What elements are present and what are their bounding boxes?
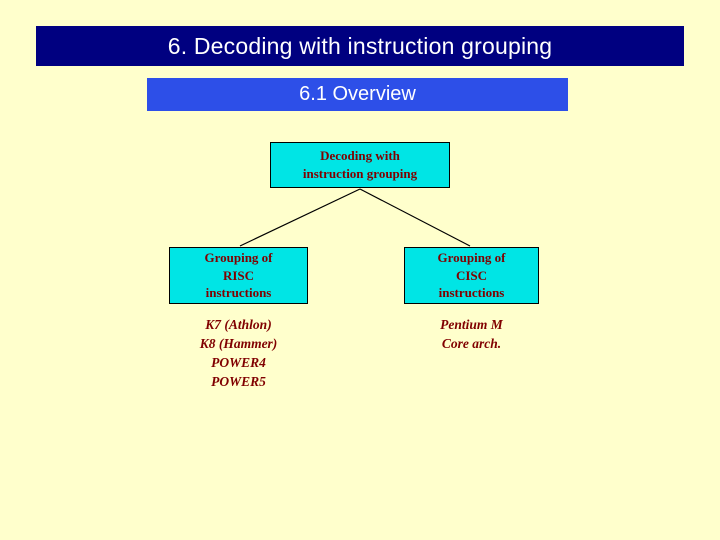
- node-cisc-line2: CISC: [455, 267, 488, 283]
- list-item: K8 (Hammer): [199, 336, 278, 352]
- node-grouping-risc: Grouping of RISC instructions: [169, 247, 308, 304]
- list-item: POWER4: [211, 355, 266, 371]
- node-root-line2: instruction grouping: [302, 166, 418, 181]
- section-heading: 6.1 Overview: [299, 83, 416, 105]
- node-root-line1: Decoding with: [320, 148, 400, 164]
- node-cisc-line3: instructions: [438, 285, 505, 301]
- node-grouping-cisc: Grouping of CISC instructions: [404, 247, 539, 304]
- list-item: POWER5: [211, 374, 266, 390]
- section-heading-bar: 6.1 Overview: [147, 78, 568, 111]
- node-risc-line1: Grouping of: [204, 250, 273, 266]
- slide-title-bar: 6. Decoding with instruction grouping: [36, 26, 684, 66]
- list-item: K7 (Athlon): [205, 317, 272, 332]
- page-title: 6. Decoding with instruction grouping: [167, 32, 553, 59]
- node-root: Decoding with instruction grouping: [270, 142, 450, 188]
- node-risc-line2: RISC: [222, 267, 255, 283]
- leaf-list-cisc: Pentium M Core arch.: [404, 315, 539, 353]
- list-item: Pentium M: [440, 317, 503, 332]
- list-item: Core arch.: [441, 336, 502, 352]
- node-cisc-line1: Grouping of: [437, 250, 506, 266]
- leaf-list-risc: K7 (Athlon) K8 (Hammer) POWER4 POWER5: [169, 315, 308, 392]
- node-risc-line3: instructions: [205, 285, 272, 301]
